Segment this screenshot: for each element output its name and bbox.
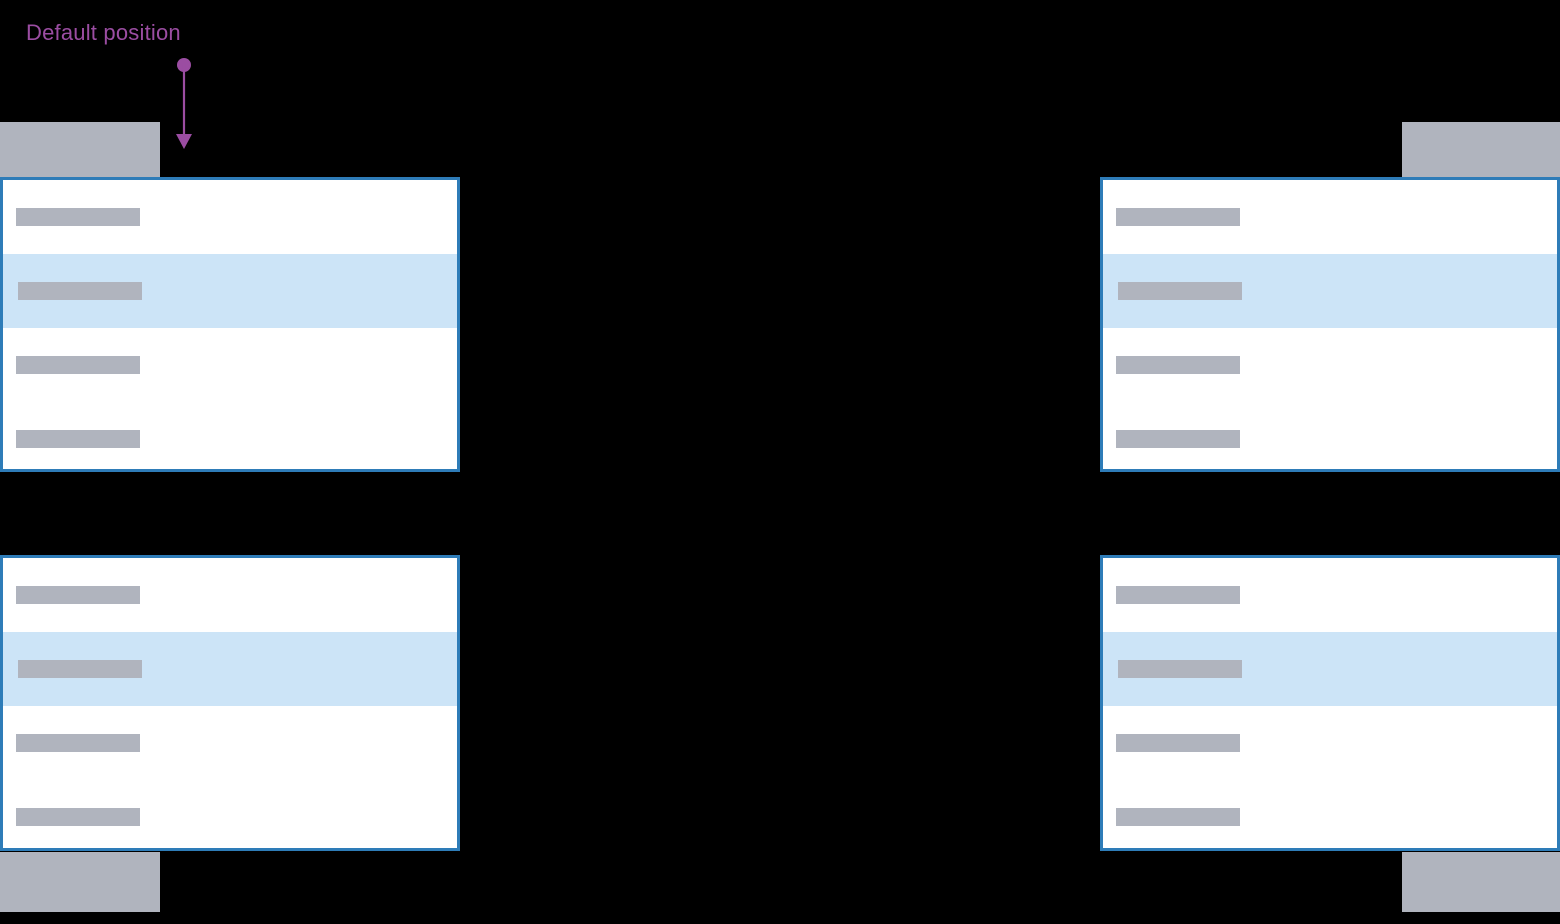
list-item-selected[interactable]: [1103, 632, 1557, 706]
list-item[interactable]: [1103, 402, 1557, 469]
list-item-label: [16, 356, 140, 374]
list-item-label: [1116, 430, 1240, 448]
list-item[interactable]: [3, 780, 457, 848]
list-item-label: [16, 586, 140, 604]
list-item-label: [16, 734, 140, 752]
list-item[interactable]: [1103, 180, 1557, 254]
list-item[interactable]: [3, 706, 457, 780]
anchor-block-top-right: [1402, 122, 1560, 177]
list-item-label: [1116, 734, 1240, 752]
list-item-selected[interactable]: [1103, 254, 1557, 328]
list-item[interactable]: [3, 328, 457, 402]
list-item[interactable]: [1103, 328, 1557, 402]
list-item-label: [18, 282, 142, 300]
list-item-label: [1116, 808, 1240, 826]
list-item-label: [1116, 586, 1240, 604]
list-item-selected[interactable]: [3, 632, 457, 706]
list-panel-bottom-left[interactable]: [0, 555, 460, 851]
list-item[interactable]: [1103, 706, 1557, 780]
list-item[interactable]: [3, 180, 457, 254]
list-item-label: [16, 208, 140, 226]
list-panel-top-left[interactable]: [0, 177, 460, 472]
list-item-label: [16, 430, 140, 448]
arrow-down-icon: [176, 58, 192, 149]
anchor-block-top-left: [0, 122, 160, 177]
list-item-label: [1116, 356, 1240, 374]
list-item[interactable]: [3, 402, 457, 469]
arrow-head: [176, 134, 192, 149]
list-item-label: [1116, 208, 1240, 226]
default-position-label: Default position: [26, 20, 181, 45]
list-panel-top-right[interactable]: [1100, 177, 1560, 472]
list-item-selected[interactable]: [3, 254, 457, 328]
list-item-label: [1118, 660, 1242, 678]
list-item-label: [18, 660, 142, 678]
list-item[interactable]: [1103, 780, 1557, 848]
list-item[interactable]: [1103, 558, 1557, 632]
list-item-label: [16, 808, 140, 826]
anchor-block-bottom-left: [0, 852, 160, 912]
list-item[interactable]: [3, 558, 457, 632]
anchor-block-bottom-right: [1402, 852, 1560, 912]
list-panel-bottom-right[interactable]: [1100, 555, 1560, 851]
list-item-label: [1118, 282, 1242, 300]
